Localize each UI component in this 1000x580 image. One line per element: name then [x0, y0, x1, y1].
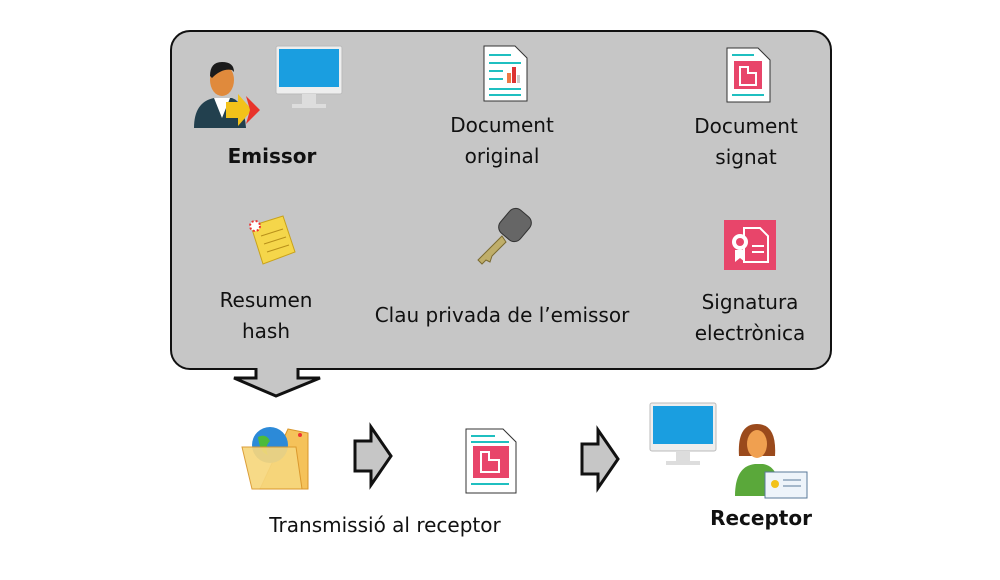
hash-label-1: Resumen: [219, 288, 313, 312]
sender-monitor-icon: [275, 45, 343, 108]
sender-label: Emissor: [227, 144, 317, 168]
globe-folder-icon: [241, 427, 309, 490]
signature-label-1: Signatura: [701, 290, 799, 314]
right-arrow-icon-2: [580, 425, 620, 493]
hash-label-2: hash: [241, 319, 291, 343]
receiver-monitor-icon: [649, 402, 717, 465]
down-arrow-icon: [233, 368, 321, 398]
receiver-label: Receptor: [710, 506, 812, 530]
signed-document-label-2: signat: [715, 145, 777, 169]
signed-document-label-1: Document: [694, 114, 798, 138]
right-arrow-icon-1: [353, 422, 393, 490]
signed-document-icon: [726, 47, 771, 103]
electronic-signature-icon: [724, 220, 776, 270]
private-key-icon: [477, 207, 532, 265]
transmitted-document-icon: [465, 428, 517, 494]
transmission-label: Transmissió al receptor: [269, 513, 501, 537]
hash-note-icon: [249, 215, 296, 265]
private-key-label: Clau privada de l’emissor: [374, 303, 630, 327]
original-document-icon: [483, 45, 528, 102]
original-document-label-2: original: [464, 144, 540, 168]
receiver-person-icon: [735, 424, 808, 499]
signature-label-2: electrònica: [694, 321, 806, 345]
original-document-label-1: Document: [450, 113, 554, 137]
sender-person-icon: [194, 62, 260, 128]
